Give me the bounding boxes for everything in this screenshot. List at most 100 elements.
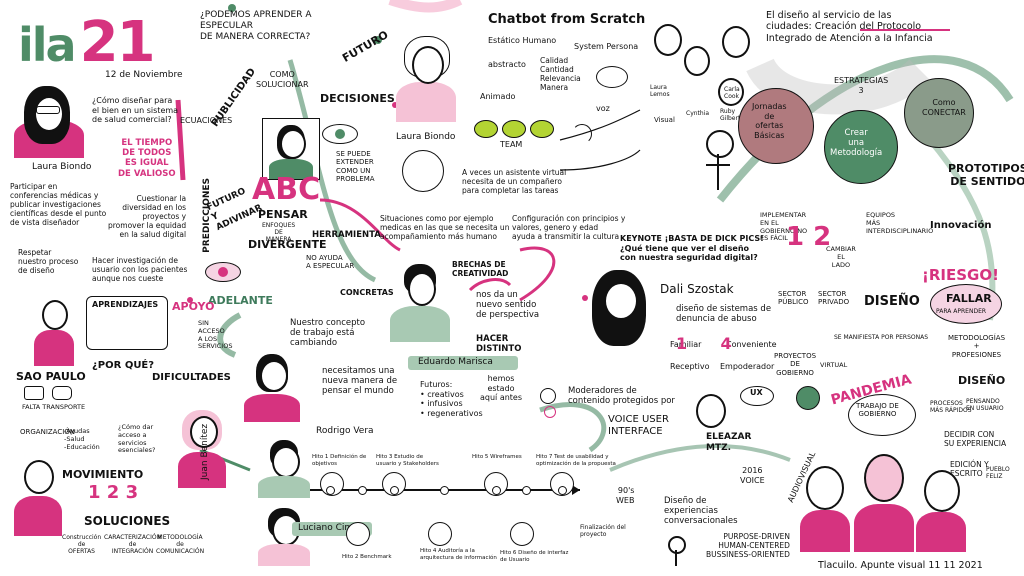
logo-text: ila [18,18,77,72]
timeline-top-3: Hito 5 Wireframes [472,454,522,460]
luciano-portrait [256,506,312,566]
metodologias-label: METODOLOGÍAS + PROFESIONES [948,334,1006,359]
jornadas-label: Jornadas de ofertas Básicas [752,102,787,140]
stick-figure-2 [664,536,688,570]
eleazar-portrait [692,390,728,430]
sao-paulo-label: SAO PAULO [16,370,86,383]
bus-icon [24,386,44,400]
speculation-question: ¿PODEMOS APRENDER A ESPECULAR DE MANERA … [200,10,312,42]
solucion-3: METODOLOGÍA de COMUNICACIÓN [156,534,205,556]
trabajo-label: TRABAJO DE GOBIERNO [856,402,899,419]
team-name-2: Cynthia [686,110,710,117]
sentido-label: nos da un nuevo sentido de perspectiva [476,290,540,321]
conveniente-label: Conveniente [726,340,777,349]
org-items: -Ayudas -Salud -Educación [64,427,100,451]
dificultad-label: DIFICULTADES [152,372,231,383]
logo-number: 21 [79,10,156,75]
trabajo-bubble [848,394,916,436]
robot-icon-1 [474,120,498,138]
team-name-1: Laura Lemos [650,84,670,99]
especular-label: NO AYUDA A ESPECULAR [306,254,355,271]
group-portraits [800,446,970,552]
stick-figure [700,130,736,210]
organizacion-label: ORGANIZACIÓN [20,428,76,436]
procesos-label: PROCESOS MÁS RÁPIDOS [930,400,972,415]
crear-label: Crear una Metodología [830,128,883,159]
timeline-bottom-2: Hito 4 Auditoría a la arquitectura de in… [420,548,497,561]
robot-face-icon [596,66,628,88]
denuncia-label: diseño de sistemas de denuncia de abuso [676,304,772,325]
person-icon-small [540,388,556,404]
note-diversity: Cuestionar la diversidad en los proyecto… [108,194,187,239]
chatbot-voz: voz [596,104,610,113]
concretas-label: CONCRETAS [340,288,394,297]
solucion-2: CARACTERIZACIÓN de INTEGRACIÓN [104,534,162,556]
note-respect: Respetar nuestro proceso de diseño [18,248,79,275]
eduardo-name-pill [408,356,518,370]
eleazar-name: ELEAZAR MTZ. [706,432,752,453]
solucion-1: Construcción de OFERTAS [62,534,102,556]
note-user-research: Hacer investigación de usuario con los p… [92,256,188,283]
timeline-dot-1 [326,486,335,495]
timeline-dot-7 [558,486,567,495]
timeline-bottom-1: Hito 2 Benchmark [342,554,392,560]
timeline-dot-5 [492,486,501,495]
para-aprender-label: PARA APRENDER [936,308,987,315]
chatbot-animado: Animado [480,92,516,101]
heart-icon [544,406,556,418]
concepto-label: Nuestro concepto de trabajo está cambian… [290,318,366,349]
voice-label: VOICE USER INTERFACE [608,414,669,437]
smiley-face-icon [402,150,444,192]
team-portraits [640,20,760,120]
chatbot-title: Chatbot from Scratch [488,12,646,27]
servicios-label: ¿Cómo dar acceso a servicios esenciales? [118,423,156,455]
estrategias-label: ESTRATEGIAS 3 [834,76,889,95]
timeline-top-1: Hito 1 Definición de objetivos [312,454,367,467]
futuros-label: Futuros: • creativos • infusivos • regen… [420,380,483,418]
chatbot-calidad: Calidad Cantidad Relevancia Manera [540,56,581,92]
timeline-bottom-3: Hito 6 Diseño de interfaz de Usuario [500,550,569,563]
keynote-label: KEYNOTE ¡BASTA DE DICK PICS! ¿Qué tiene … [620,234,764,263]
pensar-label: PENSAR [258,208,308,221]
proyectos-label: PROYECTOS DE GOBIERNO [774,352,817,377]
edicion-label: EDICIÓN Y ESCRITO [950,460,989,478]
chatbot-team: TEAM [500,140,523,149]
conectar-circle [904,78,974,148]
woman-sketch-1 [30,296,78,366]
abc-label: ABC [252,172,321,207]
virtual-label: VIRTUAL [820,361,848,369]
familiar-label: Familiar [670,340,702,349]
diseno-label: DISEÑO [864,294,920,309]
adelante-label: ADELANTE [208,294,273,307]
innovacion-label: Innovación [930,220,992,231]
chatbot-abstracto: abstracto [488,60,526,69]
pandemia-top-label: SE MANIFIESTA POR PERSONAS [834,334,929,341]
divergente-label: DIVERGENTE [248,238,327,251]
decidir-label: DECIDIR CON SU EXPERIENCIA [944,430,1007,448]
pensar-sub: ENFOQUES DE MANERA [262,222,296,244]
chatbot-visual: Visual [654,116,675,124]
necesitamos-label: necesitamos una nueva manera de pensar e… [322,366,398,397]
hacer-label: HACER DISTINTO [476,334,522,355]
speaker-portrait-laura-2 [396,32,456,122]
design-question: ¿Cómo diseñar para el bien en un sistema… [92,96,179,125]
soluciones-label: SOLUCIONES [84,514,171,528]
diseno2-label: DISEÑO [958,374,1006,387]
audit-icon [428,522,452,546]
hemos-label: hemos estado aquí antes [480,374,523,403]
note-conferences: Participar en conferencias médicas y pub… [10,182,107,227]
aprendizajes-label: APRENDIZAJES [92,300,159,309]
finalizacion-label: Finalización del proyecto [580,524,626,539]
eduardo-name: Eduardo Marisca [418,357,493,367]
chatbot-estatico: Estático Humano [488,36,557,45]
team-name-3: Carla Cook [724,86,740,101]
fallar-label: FALLAR [946,292,992,305]
chatbot-system: System Persona [574,42,639,51]
event-date: 12 de Noviembre [105,70,183,80]
ux-label: UX [750,388,763,397]
sector-publico: SECTOR PÚBLICO [778,290,809,307]
conectar-label: Como CONECTAR [922,98,966,117]
timeline-top-2: Hito 3 Estudio de usuario y Stakeholders [376,454,439,467]
eduardo-portrait [390,262,450,342]
juan-portrait [256,438,312,498]
